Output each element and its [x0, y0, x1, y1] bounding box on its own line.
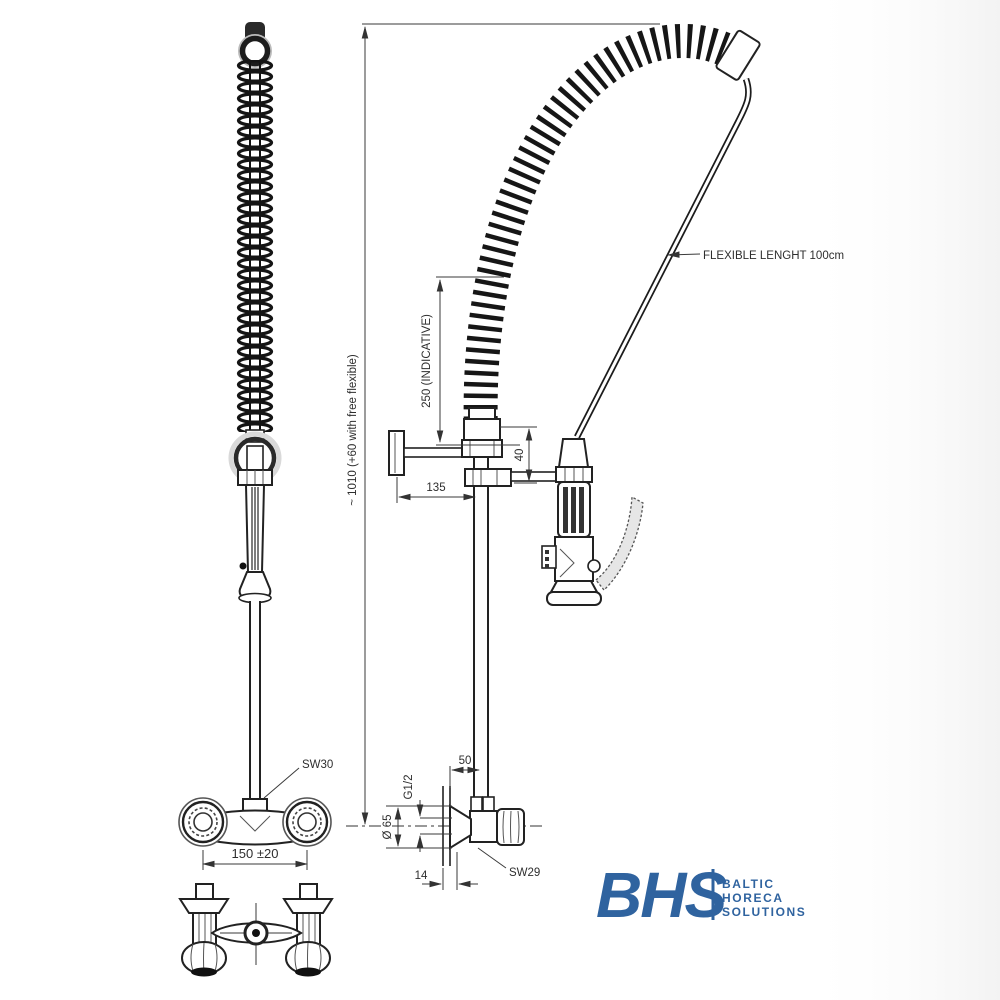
- flange-bore: [193, 812, 213, 832]
- riser-pipe-side: [473, 448, 489, 800]
- dim-40-label: 40: [514, 449, 526, 462]
- spout-outlet-center: [252, 929, 260, 937]
- bracket-flange: [388, 430, 405, 476]
- spray-gun-front: [228, 431, 282, 604]
- hose-inner: [575, 78, 750, 438]
- dim-50-label: 50: [459, 755, 472, 767]
- dim-40: 40: [500, 426, 537, 484]
- nut-base: [295, 967, 321, 977]
- dim-g12: G1/2: [403, 775, 452, 852]
- nut-base: [191, 967, 217, 977]
- logo-name-line2: HORECA: [722, 891, 784, 905]
- thread-label: G1/2: [403, 775, 415, 800]
- hook-yoke: [246, 445, 264, 471]
- flange-knurl: [292, 807, 322, 837]
- spring-base-top: [468, 407, 496, 420]
- dim-250: 250 (INDICATIVE): [421, 276, 520, 446]
- side-box-dot: [545, 550, 549, 554]
- inlet-body: [469, 810, 498, 843]
- side-view: ~ 1010 (+60 with free flexible): [346, 23, 844, 890]
- leader: [667, 251, 701, 258]
- right-flange: [282, 797, 332, 847]
- gun-holder-arm: [510, 471, 559, 482]
- riser-pipe-front: [249, 601, 261, 800]
- handle-tab: [299, 883, 318, 900]
- trigger-lever: [595, 495, 644, 591]
- side-box-dot: [545, 557, 549, 561]
- gun-valve-body: [554, 536, 594, 582]
- nozzle-bell: [546, 591, 602, 606]
- body-vee-detail: [239, 815, 271, 832]
- dim-250-label: 250 (INDICATIVE): [421, 314, 433, 408]
- handle-cone: [178, 898, 230, 914]
- bottom-view: [178, 883, 334, 977]
- handle-tab: [195, 883, 214, 900]
- handle-cone: [282, 898, 334, 914]
- dim-1010-label: ~ 1010 (+60 with free flexible): [347, 354, 359, 506]
- side-box-dot: [545, 564, 549, 568]
- upper-tee: [461, 439, 503, 458]
- lever-pivot-dot: [239, 562, 247, 570]
- sw29-callout: SW29: [477, 847, 540, 879]
- gun-hose-taper: [557, 438, 590, 468]
- sw30-callout: SW30: [263, 759, 333, 799]
- pipe-square-nut: [482, 796, 495, 812]
- sw29-leader: [477, 847, 507, 869]
- spray-gun-side: [541, 438, 644, 606]
- flexible-hose: [574, 77, 752, 439]
- logo-name-line1: BALTIC: [722, 877, 775, 891]
- valve-chevron: [559, 548, 575, 578]
- inlet-cone-flange: [449, 804, 472, 850]
- front-view: SW30 150 ±20: [178, 22, 334, 977]
- sw30-label: SW30: [302, 759, 333, 771]
- flange-knurl: [188, 807, 218, 837]
- coil-spring-side: [463, 24, 731, 433]
- dim-65-label: Ø 65: [382, 815, 394, 840]
- scan-shading: [800, 0, 1000, 1000]
- dim-65: Ø 65: [382, 805, 452, 849]
- grip-stripe: [563, 487, 568, 533]
- logo-name-line3: SOLUTIONS: [722, 905, 806, 919]
- fitting-body: [715, 29, 761, 81]
- dim-135: 135: [396, 477, 476, 503]
- grip-stripe: [579, 487, 584, 533]
- lever-pivot: [587, 559, 601, 573]
- dim-135-label: 135: [426, 482, 445, 494]
- dim-14: 14: [415, 852, 478, 890]
- pipe-fill: [474, 448, 488, 800]
- nozzle-taper: [549, 580, 599, 593]
- flange-bore: [297, 812, 317, 832]
- pipe-fill: [250, 601, 260, 799]
- sw29-label: SW29: [509, 867, 540, 879]
- dim-150: 150 ±20: [202, 846, 308, 870]
- left-handle: [178, 883, 230, 977]
- pipe-square-nut: [470, 796, 483, 812]
- sw30-leader: [263, 767, 300, 799]
- grip-stripe: [571, 487, 576, 533]
- wall-inlet: [442, 786, 525, 866]
- bhs-logo: BHS BALTIC HORECA SOLUTIONS: [596, 859, 806, 931]
- dim-150-label: 150 ±20: [232, 846, 279, 861]
- spring-hose-front: [235, 22, 275, 443]
- faucet-body-front: [178, 797, 332, 847]
- left-flange: [178, 797, 228, 847]
- dim-14-label: 14: [415, 870, 428, 882]
- dim-50: 50: [449, 755, 480, 788]
- hose-ring: [239, 35, 271, 67]
- lower-tee: [464, 468, 512, 487]
- hose-length-label: FLEXIBLE LENGHT 100cm: [703, 250, 844, 262]
- coil-spring-front: [235, 60, 275, 432]
- spring-base: [463, 418, 501, 441]
- riser-fittings: [461, 407, 559, 487]
- hose-top-fitting: [715, 29, 761, 81]
- logo-abbr: BHS: [596, 859, 727, 931]
- dim-1010: ~ 1010 (+60 with free flexible): [347, 23, 660, 825]
- spout-top: [210, 903, 303, 965]
- hose-length-callout: FLEXIBLE LENGHT 100cm: [667, 250, 844, 262]
- knurl-lines: [502, 810, 520, 844]
- right-handle: [282, 883, 334, 977]
